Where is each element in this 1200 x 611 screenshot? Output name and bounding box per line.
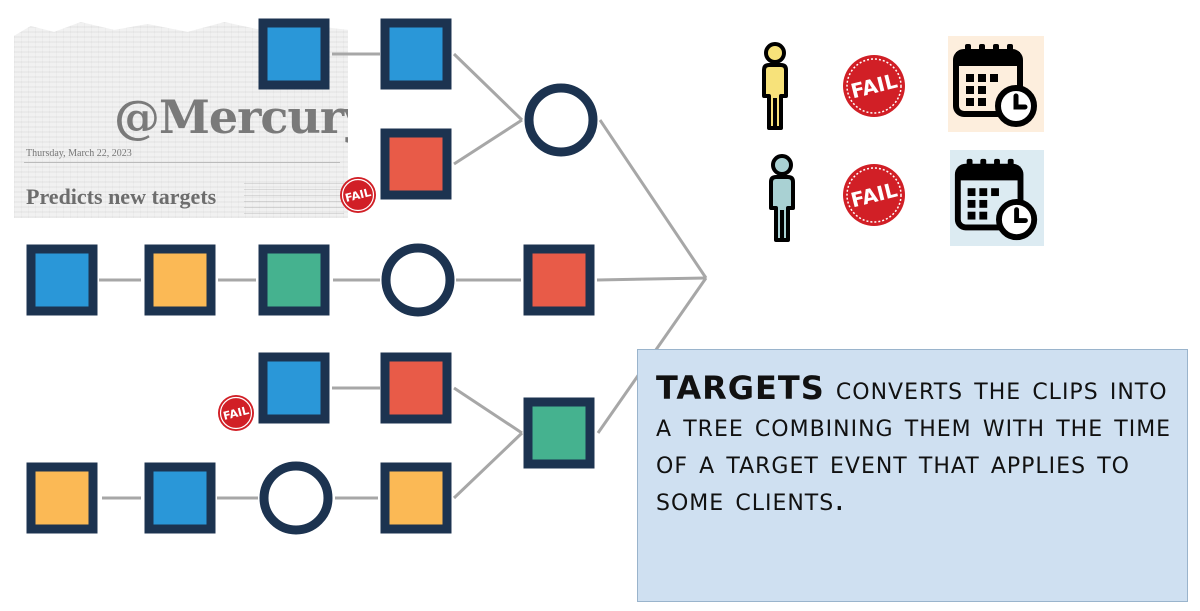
stamp-disc: [843, 164, 905, 226]
newspaper-faded-text: [244, 180, 344, 218]
calendar-day: [967, 199, 976, 208]
person-body: [769, 175, 795, 242]
clock-hands: [1014, 207, 1028, 223]
tree-nodes: [26, 18, 598, 535]
description-text: TARGETS converts the clips into a tree c…: [638, 350, 1187, 518]
square-node-yellow: [144, 244, 216, 316]
square-node-blue: [258, 352, 330, 424]
calendar-clock-icon: [953, 44, 1037, 127]
newspaper-rule: [24, 162, 340, 163]
square-node-blue: [26, 244, 98, 316]
tree-edge: [452, 431, 524, 500]
newspaper-headline: Predicts new targets: [26, 184, 217, 209]
square-node-red: [523, 244, 595, 316]
calendar-day: [978, 98, 986, 106]
calendar-day: [966, 98, 974, 106]
calendar-clock-icon: [954, 158, 1038, 241]
square-node-blue: [144, 462, 216, 534]
fail-badges: FAIL FAIL: [218, 177, 376, 431]
stamp-disc: [843, 55, 905, 117]
newspaper-dateline: Thursday, March 22, 2023: [26, 148, 132, 159]
square-node-green: [523, 397, 595, 469]
fail-badge: FAIL: [340, 177, 376, 213]
calendar-ring: [1007, 44, 1013, 58]
square-node-red: [380, 352, 452, 424]
calendar-ring: [1007, 158, 1014, 173]
person-body: [762, 63, 788, 130]
tree-edge: [598, 119, 708, 279]
circle-node: [259, 461, 333, 535]
square-node-yellow: [26, 462, 98, 534]
square-node-green: [258, 244, 330, 316]
calendar-ring: [966, 158, 973, 173]
calendar-header: [957, 166, 1021, 181]
fail-stamp-icon: FAIL: [843, 55, 905, 117]
fail-stamp-icon: FAIL: [843, 164, 905, 226]
fail-badge: FAIL: [218, 395, 254, 431]
tree-edges: [99, 52, 708, 500]
calendar-day: [967, 188, 976, 197]
calendar-day: [978, 86, 986, 94]
fail-label: FAIL: [222, 404, 251, 423]
newspaper-masthead: @Mercury: [114, 90, 348, 144]
calendar-ring: [979, 44, 985, 58]
stamp-ring: [846, 167, 902, 223]
calendar-ring: [994, 158, 1000, 173]
calendar-day: [967, 211, 976, 220]
calendar-day: [978, 74, 986, 82]
person-icon: [762, 42, 788, 130]
calendar-day: [966, 74, 974, 82]
person-icon: [769, 154, 795, 242]
clock-hands: [1013, 93, 1028, 110]
square-node-blue: [380, 18, 452, 90]
calendar-day: [966, 86, 974, 94]
description-keyword: TARGETS: [656, 369, 825, 407]
calendar-header: [956, 52, 1020, 66]
circle-node: [524, 83, 598, 157]
calendar-day: [979, 211, 988, 220]
description-body: converts the clips into a tree combining…: [656, 369, 1172, 518]
calendar-day: [990, 74, 998, 82]
tree-edge: [453, 118, 523, 166]
person-head: [764, 42, 786, 64]
calendar-day: [979, 188, 988, 197]
square-node-blue: [258, 18, 330, 90]
fail-label: FAIL: [344, 186, 373, 205]
square-node-yellow: [380, 462, 452, 534]
calendar-ring: [965, 44, 971, 58]
calendar-day: [991, 188, 999, 197]
square-node-red: [380, 128, 452, 200]
calendar-day: [979, 199, 988, 208]
description-box: TARGETS converts the clips into a tree c…: [637, 349, 1188, 602]
calendar-ring: [993, 44, 999, 58]
stamp-ring: [846, 58, 902, 114]
person-head: [771, 154, 793, 176]
tree-edge: [452, 52, 524, 122]
calendar-ring: [980, 158, 987, 173]
circle-node: [381, 243, 455, 317]
tree-edge: [453, 386, 523, 435]
tree-edge: [596, 276, 707, 282]
